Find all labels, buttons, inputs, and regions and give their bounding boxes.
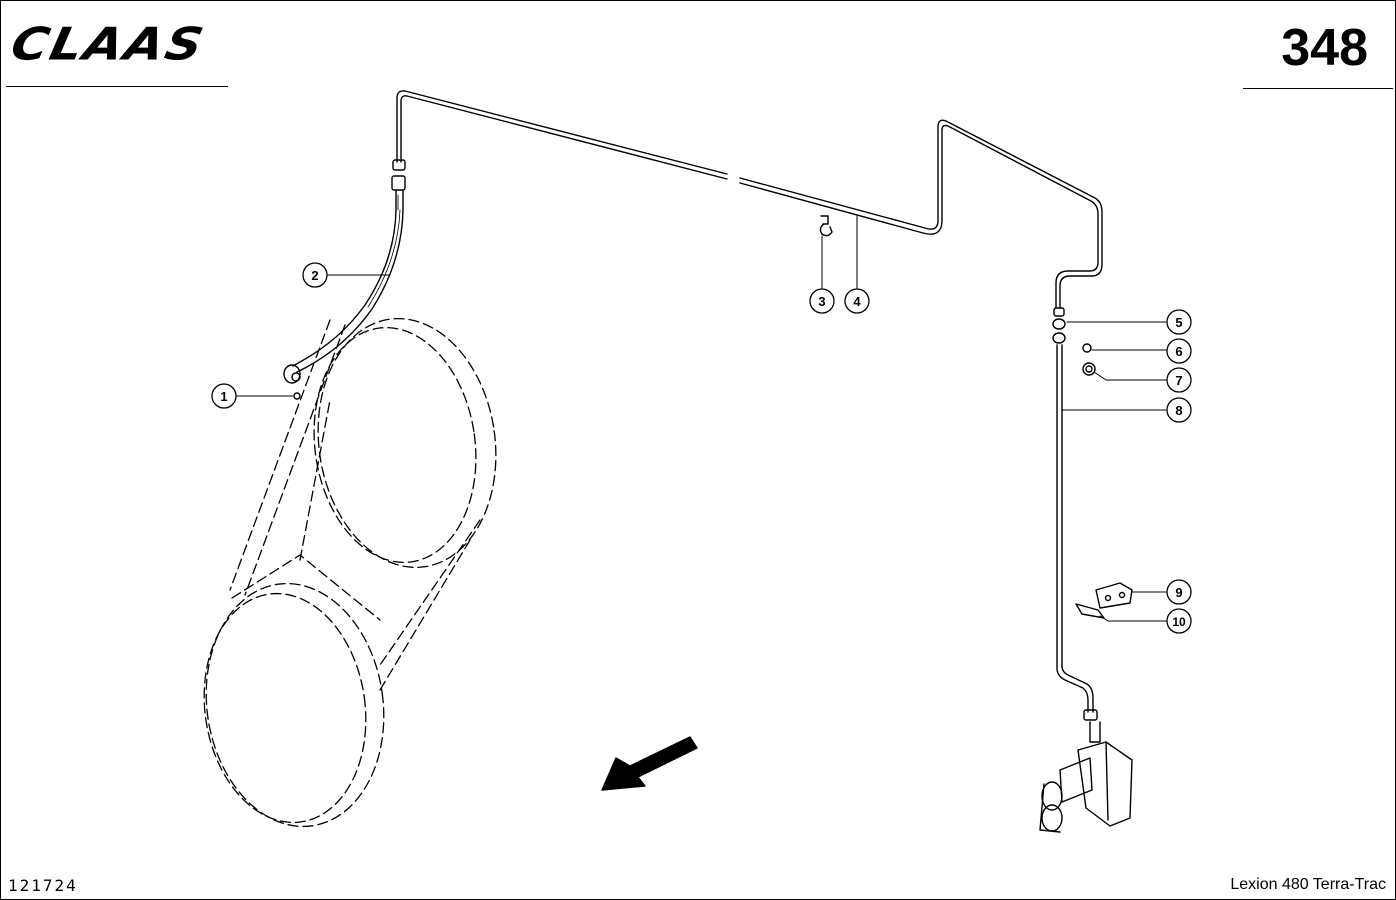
callout-1: 1: [211, 383, 237, 409]
fittings-right: [1052, 307, 1096, 376]
svg-text:8: 8: [1175, 403, 1182, 418]
svg-text:6: 6: [1175, 344, 1182, 359]
svg-text:10: 10: [1172, 615, 1186, 629]
callout-9: 9: [1166, 579, 1192, 605]
svg-text:3: 3: [818, 294, 825, 309]
svg-text:2: 2: [311, 268, 318, 283]
hydraulic-hose: [283, 175, 406, 400]
control-valve: [1039, 721, 1133, 833]
svg-text:4: 4: [853, 294, 861, 309]
hydraulic-pipe-vertical: [1056, 344, 1098, 721]
pipe-clip-3: [819, 215, 833, 237]
header-divider-left: [6, 86, 228, 87]
belt-drive-outline: [203, 317, 497, 828]
callout-10: 10: [1166, 608, 1192, 634]
svg-text:7: 7: [1175, 373, 1182, 388]
direction-arrow: [601, 736, 698, 791]
callout-2: 2: [302, 262, 328, 288]
hydraulic-pipe-main: [396, 90, 1103, 309]
page-number: 348: [1281, 19, 1368, 77]
drawing-reference-number: 121724: [8, 876, 78, 895]
callout-6: 6: [1166, 338, 1192, 364]
svg-text:9: 9: [1175, 585, 1182, 600]
machine-model: Lexion 480 Terra-Trac: [1230, 876, 1386, 893]
clamp-bracket-9: [1095, 582, 1133, 609]
pipe-fitting-top: [392, 159, 406, 171]
callout-3: 3: [809, 288, 835, 314]
callout-8: 8: [1166, 397, 1192, 423]
callout-4: 4: [844, 288, 870, 314]
header-divider-right: [1243, 88, 1393, 89]
callout-leaders: [235, 215, 1167, 622]
svg-text:1: 1: [220, 389, 227, 404]
svg-text:5: 5: [1175, 315, 1182, 330]
callout-5: 5: [1166, 309, 1192, 335]
callout-7: 7: [1166, 367, 1192, 393]
